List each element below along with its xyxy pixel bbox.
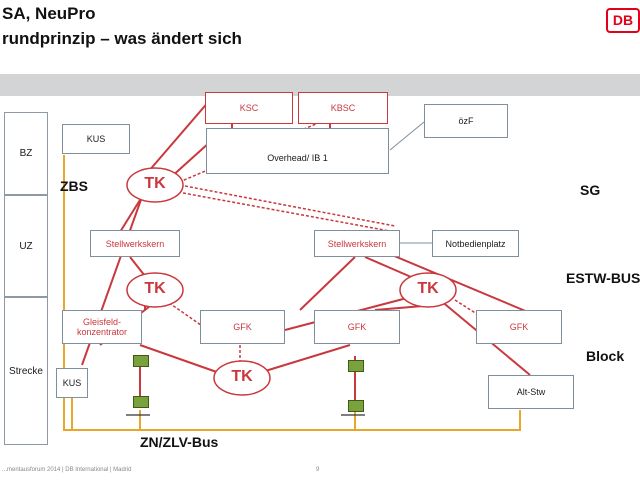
signal-device-icon bbox=[348, 400, 364, 412]
gleisfeld-box: Gleisfeld- konzentrator bbox=[62, 310, 142, 344]
block-label: Block bbox=[586, 348, 625, 364]
ksc-box: KSC bbox=[205, 92, 293, 124]
stellwerkskern-left-box: Stellwerkskern bbox=[90, 230, 180, 257]
orange-bus-lines bbox=[63, 155, 521, 431]
column-uz: UZ bbox=[4, 195, 48, 297]
estw-bus-label: ESTW-BUS bbox=[566, 270, 640, 286]
page-number: 9 bbox=[316, 467, 320, 473]
tk-clouds bbox=[126, 167, 457, 396]
stellwerkskern-right-box: Stellwerkskern bbox=[314, 230, 400, 257]
zbs-label: ZBS bbox=[60, 178, 88, 194]
signal-device-icon bbox=[348, 360, 364, 372]
kbsc-box: KBSC bbox=[298, 92, 388, 124]
signal-device-icon bbox=[133, 396, 149, 408]
notbedienplatz-box: Notbedienplatz bbox=[432, 230, 519, 257]
overhead-box: Overhead/ IB 1 bbox=[206, 128, 389, 174]
kus-top-box: KUS bbox=[62, 124, 130, 154]
tk-cloud-label-1: TK bbox=[144, 175, 166, 192]
tk-cloud-label-3: TK bbox=[417, 280, 439, 297]
kus-bottom-box: KUS bbox=[56, 368, 88, 398]
tk-cloud-label-2: TK bbox=[144, 280, 166, 297]
column-bz: BZ bbox=[4, 112, 48, 195]
gfk-box-2: GFK bbox=[314, 310, 400, 344]
header-band bbox=[0, 74, 640, 96]
tk-cloud-label-4: TK bbox=[231, 368, 253, 385]
db-logo: DB bbox=[606, 8, 640, 33]
zn-bus-label: ZN/ZLV-Bus bbox=[140, 434, 219, 450]
column-strecke: Strecke bbox=[4, 297, 48, 445]
footer-text: ...mentausforum 2014 | DB International … bbox=[2, 467, 132, 473]
gfk-box-1: GFK bbox=[200, 310, 285, 344]
alt-stw-box: Alt-Stw bbox=[488, 375, 574, 409]
gfk-box-3: GFK bbox=[476, 310, 562, 344]
ozf-box: özF bbox=[424, 104, 508, 138]
gray-lines bbox=[389, 121, 432, 244]
sg-label: SG bbox=[580, 182, 601, 198]
slide-title-line1: SA, NeuPro bbox=[2, 4, 96, 23]
signal-device-icon bbox=[133, 355, 149, 367]
slide-title-line2: rundprinzip – was ändert sich bbox=[2, 29, 242, 48]
